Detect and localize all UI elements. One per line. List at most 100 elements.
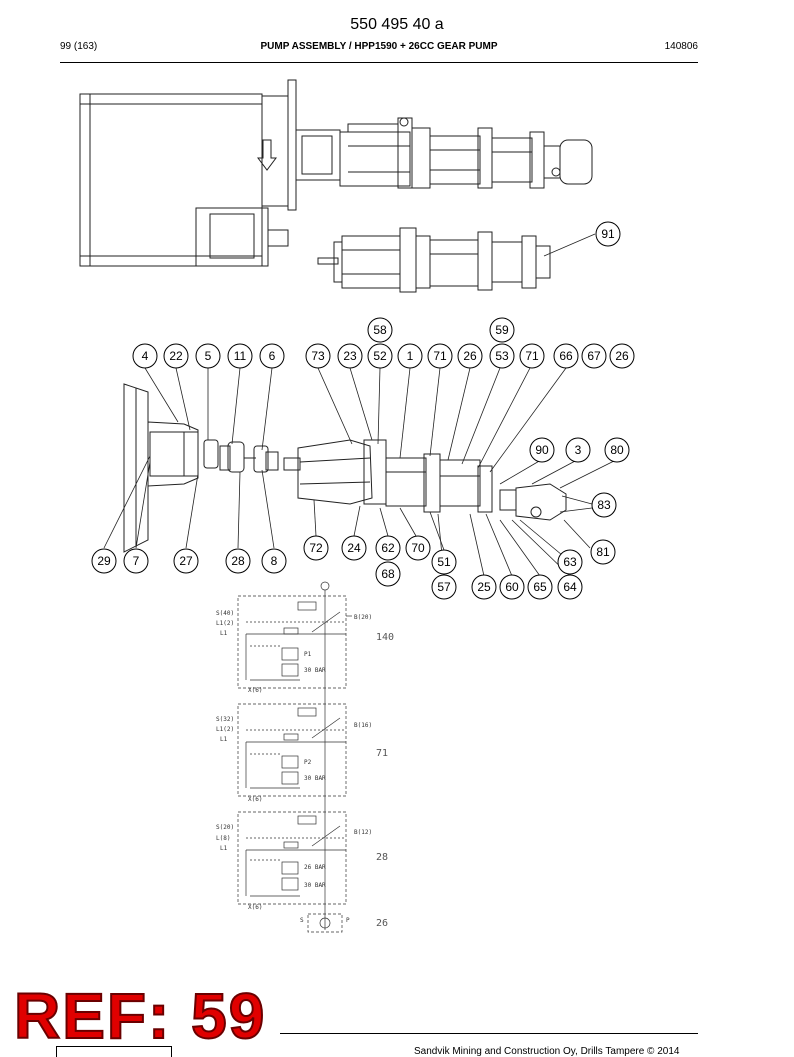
svg-text:81: 81 <box>596 545 610 559</box>
callout-59: 59 <box>489 317 515 343</box>
document-number: 550 495 40 a <box>350 16 444 33</box>
callout-81: 81 <box>590 539 616 565</box>
schematic-section-71 <box>237 703 347 797</box>
callout-51: 51 <box>431 549 457 575</box>
callout-22: 22 <box>163 343 189 369</box>
s3-outlet: B(12) <box>354 829 372 836</box>
svg-text:70: 70 <box>411 541 425 555</box>
assembled-pump-view <box>79 79 593 267</box>
callout-62: 62 <box>375 535 401 561</box>
svg-text:7: 7 <box>133 554 140 568</box>
s2-pilot: X(6) <box>248 796 262 803</box>
svg-text:65: 65 <box>533 580 547 594</box>
schematic-section-28 <box>237 811 347 905</box>
callout-25: 25 <box>471 574 497 600</box>
svg-text:6: 6 <box>269 349 276 363</box>
svg-text:11: 11 <box>234 349 247 363</box>
callout-53: 53 <box>489 343 515 369</box>
s1-size: 140 <box>376 632 394 643</box>
page-title: PUMP ASSEMBLY / HPP1590 + 26CC GEAR PUMP <box>260 41 498 52</box>
callout-57: 57 <box>431 574 457 600</box>
s2-leak2: L1 <box>220 736 228 743</box>
footer-rule <box>280 1033 698 1034</box>
callout-28: 28 <box>225 548 251 574</box>
callout-72: 72 <box>303 535 329 561</box>
s2-outlet: B(16) <box>354 722 372 729</box>
s1-leak1: L1(2) <box>216 620 234 627</box>
callout-90: 90 <box>529 437 555 463</box>
svg-text:57: 57 <box>437 580 451 594</box>
leader-lines <box>103 233 617 577</box>
callout-63: 63 <box>557 549 583 575</box>
svg-text:60: 60 <box>505 580 519 594</box>
schematic-labels: S(40) L1(2) L1 B(20) X(6) P1 30 BAR 140 … <box>216 610 394 929</box>
svg-text:28: 28 <box>231 554 245 568</box>
svg-text:80: 80 <box>610 443 624 457</box>
svg-text:1: 1 <box>407 349 414 363</box>
s1-p2: 30 BAR <box>304 667 326 674</box>
s3-size: 28 <box>376 852 388 863</box>
svg-text:22: 22 <box>169 349 183 363</box>
exploded-view <box>123 383 567 553</box>
callout-70: 70 <box>405 535 431 561</box>
callout-64: 64 <box>557 574 583 600</box>
s1-leak2: L1 <box>220 630 228 637</box>
callout-1: 1 <box>397 343 423 369</box>
callout-bubbles: 58 59 4 22 5 11 6 73 23 52 1 71 26 53 71… <box>91 221 635 600</box>
callout-73: 73 <box>305 343 331 369</box>
svg-text:66: 66 <box>559 349 573 363</box>
svg-text:72: 72 <box>309 541 323 555</box>
svg-text:83: 83 <box>597 498 611 512</box>
svg-text:52: 52 <box>373 349 387 363</box>
svg-text:63: 63 <box>563 555 577 569</box>
callout-67: 67 <box>581 343 607 369</box>
svg-text:91: 91 <box>601 227 615 241</box>
callout-5: 5 <box>195 343 221 369</box>
callout-7: 7 <box>123 548 149 574</box>
header-rule <box>60 62 698 63</box>
svg-text:71: 71 <box>433 349 447 363</box>
s3-leak2: L1 <box>220 845 228 852</box>
callout-11: 11 <box>227 343 253 369</box>
svg-text:3: 3 <box>575 443 582 457</box>
svg-text:51: 51 <box>437 555 451 569</box>
callout-8: 8 <box>261 548 287 574</box>
gear-s: S <box>300 917 304 924</box>
callout-4: 4 <box>132 343 158 369</box>
callout-91: 91 <box>595 221 621 247</box>
callout-23: 23 <box>337 343 363 369</box>
svg-text:26: 26 <box>615 349 629 363</box>
svg-text:24: 24 <box>347 541 361 555</box>
svg-text:5: 5 <box>205 349 212 363</box>
svg-text:68: 68 <box>381 567 395 581</box>
s3-pilot: X(6) <box>248 904 262 911</box>
svg-text:26: 26 <box>463 349 477 363</box>
sandvik-logo <box>56 1046 172 1057</box>
callout-26-b: 26 <box>609 343 635 369</box>
callout-68: 68 <box>375 561 401 587</box>
callout-3: 3 <box>565 437 591 463</box>
s2-p2: 30 BAR <box>304 775 326 782</box>
s3-leak1: L(8) <box>216 835 230 842</box>
s1-pilot: X(6) <box>248 687 262 694</box>
s3-p2: 30 BAR <box>304 882 326 889</box>
schematic-section-140 <box>237 595 352 689</box>
schematic-gear-pump <box>307 913 343 933</box>
s1-p1: P1 <box>304 651 312 658</box>
svg-text:71: 71 <box>525 349 539 363</box>
svg-text:64: 64 <box>563 580 577 594</box>
svg-text:59: 59 <box>495 323 509 337</box>
s3-p1: 26 BAR <box>304 864 326 871</box>
callout-65: 65 <box>527 574 553 600</box>
callout-6: 6 <box>259 343 285 369</box>
svg-text:4: 4 <box>142 349 149 363</box>
svg-text:62: 62 <box>381 541 395 555</box>
s2-leak1: L1(2) <box>216 726 234 733</box>
hydraulic-schematic <box>237 581 352 933</box>
gear-size: 26 <box>376 918 388 929</box>
svg-text:67: 67 <box>587 349 601 363</box>
document-code: 140806 <box>664 41 698 52</box>
footer-copyright: Sandvik Mining and Construction Oy, Dril… <box>414 1046 680 1057</box>
callout-52: 52 <box>367 343 393 369</box>
